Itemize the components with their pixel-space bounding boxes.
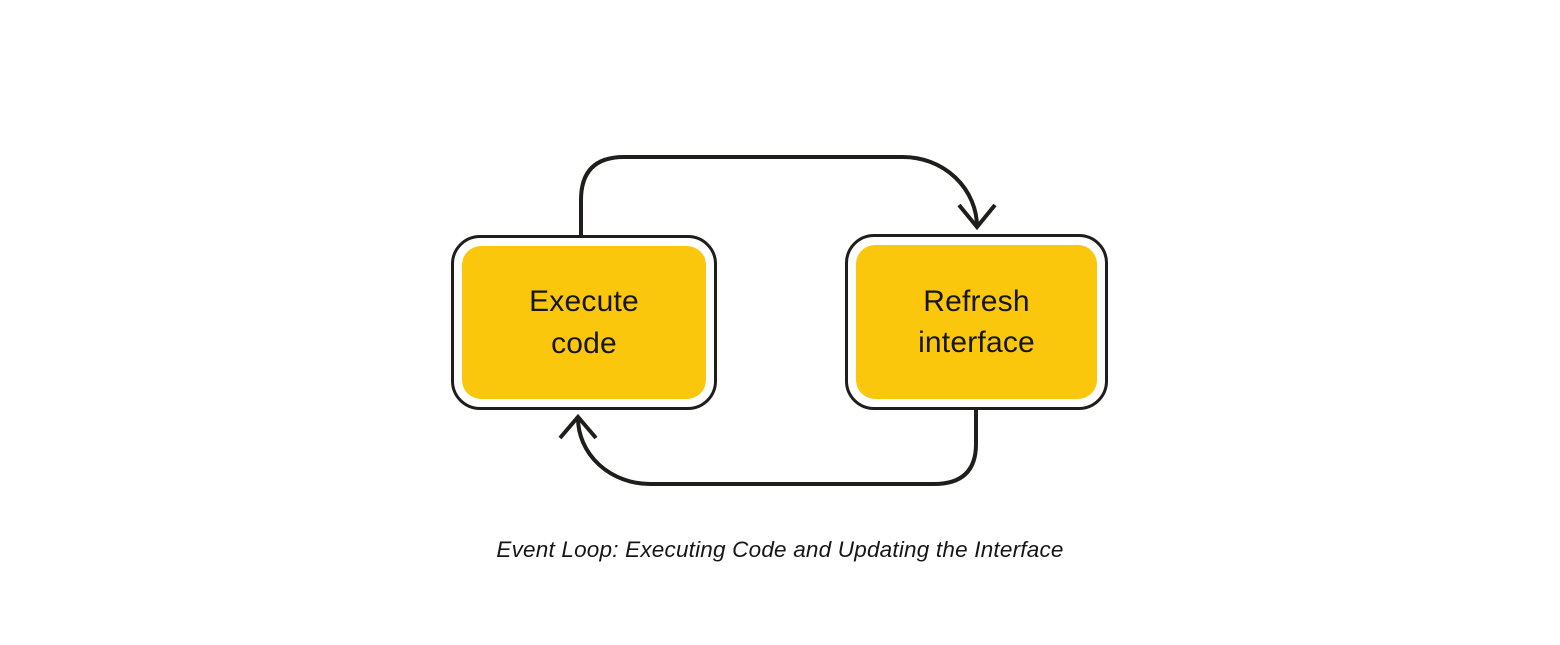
top-arrowhead-icon <box>957 203 997 231</box>
top-arrow <box>579 155 997 236</box>
bottom-arrowhead-icon <box>558 413 598 440</box>
bottom-arrow-line <box>576 409 978 486</box>
node-refresh-interface: Refresh interface <box>845 234 1108 410</box>
node-execute-code: Execute code <box>451 235 717 410</box>
bottom-arrow <box>558 409 978 486</box>
node-execute-code-label: Execute code <box>529 285 639 360</box>
node-execute-code-fill: Execute code <box>462 246 706 399</box>
top-arrow-line <box>579 155 979 236</box>
node-refresh-interface-label: Refresh interface <box>918 284 1035 359</box>
diagram-caption: Event Loop: Executing Code and Updating … <box>496 537 1064 562</box>
node-refresh-interface-fill: Refresh interface <box>856 245 1097 399</box>
